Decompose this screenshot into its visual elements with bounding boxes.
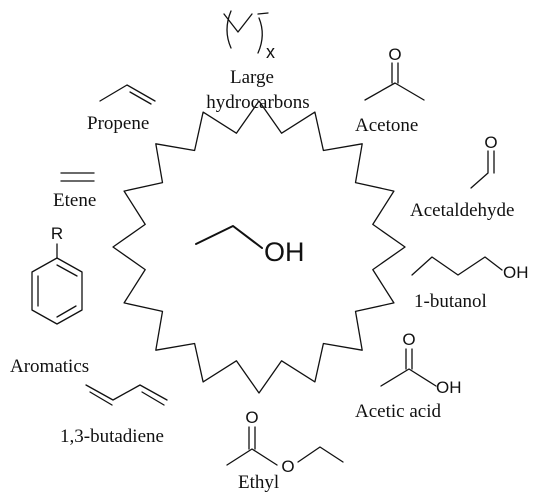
butanol-oh-label: OH <box>503 263 529 282</box>
repeat-x-label: x <box>266 42 275 62</box>
benzene-inner-1 <box>56 264 78 277</box>
ethyl-ester-structure: O O <box>226 408 344 476</box>
label-ethyl: Ethyl <box>238 472 279 492</box>
ester-acyl-bonds <box>226 448 278 466</box>
aromatics-structure: R <box>31 224 83 325</box>
label-large: Large <box>230 67 274 88</box>
label-1-3-butadiene: 1,3-butadiene <box>60 426 164 447</box>
ester-carbonyl-o-label: O <box>245 408 258 427</box>
ester-ethyl-bonds <box>297 446 344 463</box>
acetic-o-label: O <box>402 330 415 349</box>
label-etene: Etene <box>53 190 96 211</box>
acetaldehyde-structure: O <box>470 133 498 189</box>
ethanol-oh-label: OH <box>264 237 305 267</box>
aromatic-r-label: R <box>51 224 63 243</box>
butadiene-double-2 <box>141 391 165 406</box>
repeat-bracket-right <box>257 17 263 54</box>
etene-structure <box>60 172 95 182</box>
label-hydrocarbons: hydrocarbons <box>206 92 309 113</box>
label-acetone: Acetone <box>355 115 418 136</box>
hydrocarbon-chain <box>223 13 253 33</box>
acetone-structure: O <box>364 45 425 101</box>
star-burst <box>112 100 406 394</box>
acetone-o-label: O <box>388 45 401 64</box>
acetaldehyde-bonds <box>470 150 489 189</box>
large-hydrocarbons-structure: x <box>223 10 275 62</box>
ethanol-bonds <box>195 225 263 249</box>
acetic-oh-label: OH <box>436 378 462 397</box>
label-propene: Propene <box>87 113 149 134</box>
butadiene-structure <box>85 384 168 406</box>
acetic-acid-bonds <box>380 368 437 387</box>
acetaldehyde-o-label: O <box>484 133 497 152</box>
butadiene-double-1 <box>89 391 113 406</box>
label-1-butanol: 1-butanol <box>414 291 487 312</box>
acetone-bonds <box>364 82 425 101</box>
acetic-acid-structure: O OH <box>380 330 462 397</box>
label-acetic-acid: Acetic acid <box>355 401 441 422</box>
label-acetaldehyde: Acetaldehyde <box>410 200 514 221</box>
benzene-inner-2 <box>56 305 77 318</box>
label-aromatics: Aromatics <box>10 356 89 377</box>
ester-ether-o-label: O <box>281 457 294 476</box>
butanol-bonds <box>411 256 503 276</box>
ethanol-structure: OH <box>195 225 305 267</box>
butanol-structure: OH <box>411 256 529 282</box>
repeat-bracket-left <box>226 10 232 49</box>
propene-bonds <box>99 84 156 102</box>
propene-double-bond <box>129 91 152 105</box>
hydrocarbon-end-bond <box>257 12 269 15</box>
benzene-ring <box>31 257 83 325</box>
butadiene-bonds <box>85 384 168 401</box>
propene-structure <box>99 84 156 105</box>
